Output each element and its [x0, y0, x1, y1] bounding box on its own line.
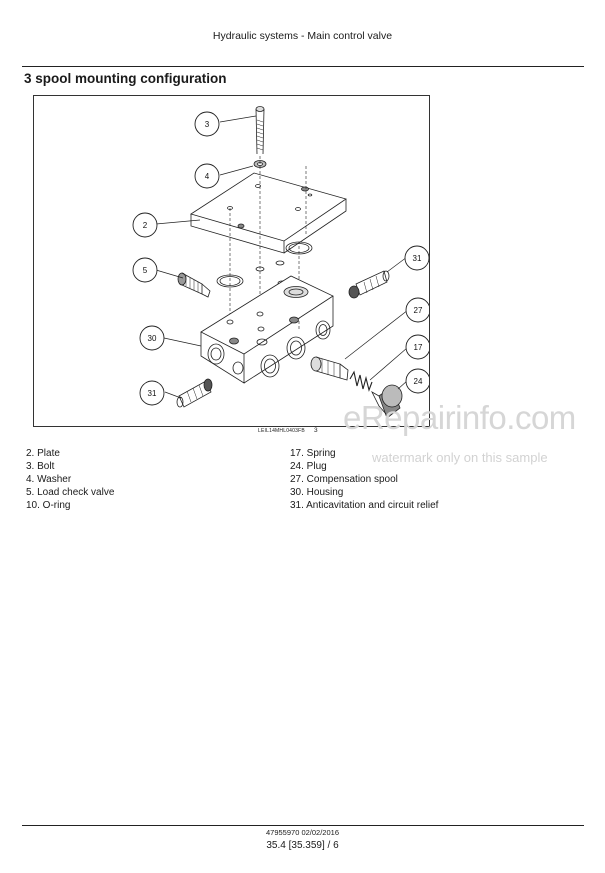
- legend-item: 30. Housing: [290, 487, 344, 498]
- callout-circle-2: [132, 212, 158, 238]
- figure-number: 3: [314, 427, 318, 434]
- callout-label: 2: [143, 221, 148, 230]
- watermark-note: watermark only on this sample: [372, 450, 548, 465]
- callout-circle-31-left: [139, 380, 165, 406]
- callout-label: 3: [205, 120, 210, 129]
- legend-item: 3. Bolt: [26, 461, 55, 472]
- legend-item: 2. Plate: [26, 448, 60, 459]
- section-title: 3 spool mounting configuration: [24, 71, 227, 86]
- legend-item: 24. Plug: [290, 461, 327, 472]
- callout-label: 17: [414, 343, 423, 352]
- relief-valve-left-part: [176, 378, 213, 408]
- callout-label: 31: [413, 254, 422, 263]
- legend-item: 10. O-ring: [26, 500, 71, 511]
- callout-label: 27: [414, 306, 423, 315]
- parts-legend-left: 2. Plate 3. Bolt 4. Washer 5. Load check…: [26, 447, 114, 512]
- bolt-part: [255, 106, 265, 155]
- callout-label: 30: [148, 334, 157, 343]
- header-title: Hydraulic systems - Main control valve: [212, 30, 393, 42]
- o-ring-parts: [216, 241, 313, 288]
- callout-circle-30: [139, 325, 165, 351]
- plug-part: [371, 384, 403, 419]
- footer-doc-id: 47955970 02/02/2016: [266, 828, 339, 837]
- header-rule: [22, 66, 584, 67]
- legend-item: 31. Anticavitation and circuit relief: [290, 500, 439, 511]
- spring-part: [349, 370, 373, 392]
- callout-circle-5: [132, 257, 158, 283]
- watermark-site: eRepairinfo.com: [343, 399, 576, 436]
- legend-item: 17. Spring: [290, 448, 336, 459]
- callout-circle-17: [405, 334, 429, 360]
- callout-label: 5: [143, 266, 148, 275]
- valve-exploded-diagram: 3 4 2 5 30 31 31 27 17 24: [132, 106, 429, 419]
- load-check-valve-part: [177, 272, 211, 298]
- relief-valve-right-part: [348, 270, 390, 299]
- legend-item: 5. Load check valve: [26, 487, 115, 498]
- callout-label: 24: [414, 377, 423, 386]
- callout-circle-27: [405, 297, 429, 323]
- exploded-view-figure: 3 4 2 5 30 31 31 27 17 24: [33, 95, 430, 427]
- figure-code: LEIL14MHL0403FB: [258, 428, 305, 434]
- legend-item: 27. Compensation spool: [290, 474, 398, 485]
- callout-circle-3: [194, 111, 220, 137]
- housing-part: [200, 275, 334, 384]
- callout-label: 31: [148, 389, 157, 398]
- footer-page-number: 35.4 [35.359] / 6: [266, 840, 339, 851]
- callout-circle-31-right: [404, 245, 429, 271]
- callout-circle-24: [405, 368, 429, 394]
- footer-rule: [22, 825, 584, 826]
- callout-label: 4: [205, 172, 210, 181]
- callout-leaders: [155, 115, 409, 399]
- parts-legend-right: 17. Spring 24. Plug 27. Compensation spo…: [290, 447, 438, 512]
- callout-circle-4: [194, 163, 220, 189]
- compensation-spool-part: [310, 356, 349, 381]
- legend-item: 4. Washer: [26, 474, 72, 485]
